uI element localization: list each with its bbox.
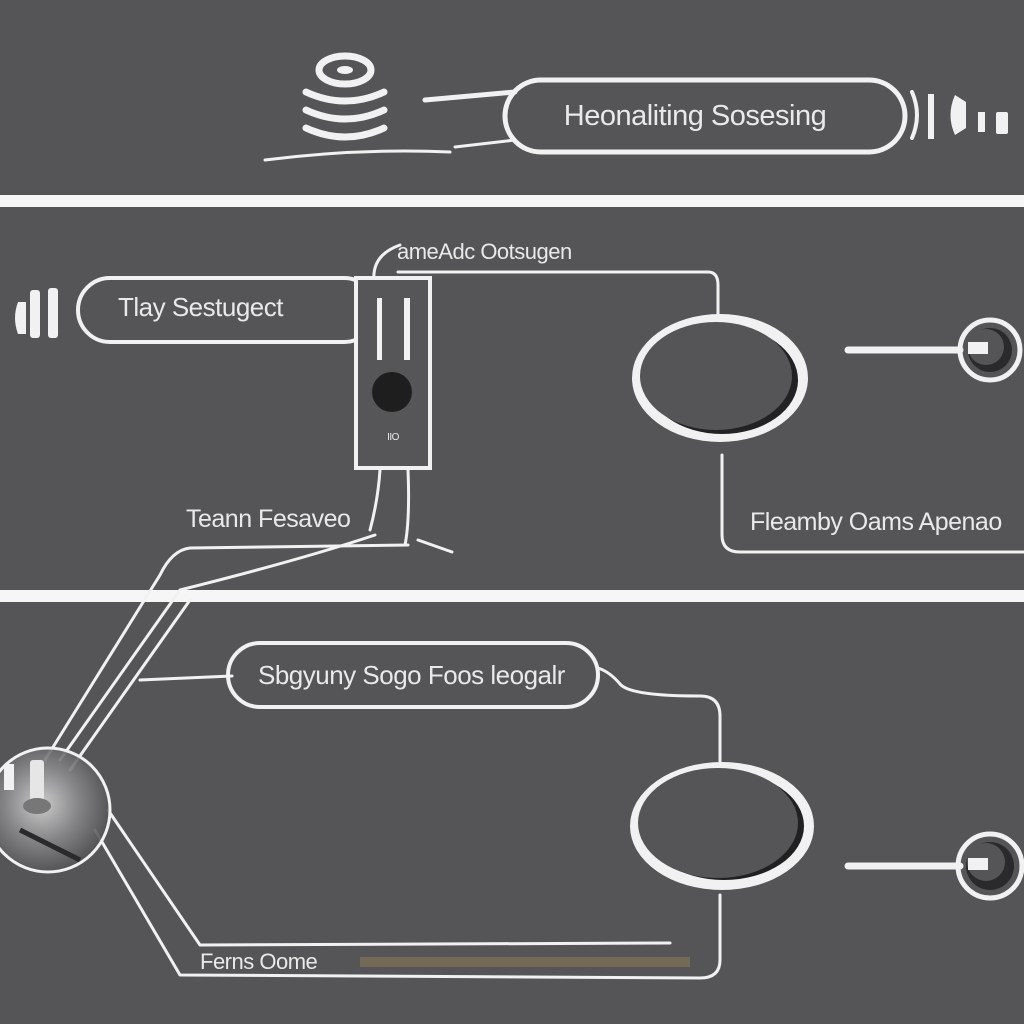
header-band	[263, 52, 1008, 162]
middle-left-label: Teann Fesaveo	[186, 505, 350, 533]
stacked-disc-icon	[302, 52, 388, 141]
bottom-right-oval	[630, 762, 814, 890]
middle-top-label: ameAdc Ootsugen	[397, 239, 572, 264]
header-lead-line	[422, 89, 518, 103]
middle-right-jack-icon	[957, 317, 1023, 383]
header-swoosh	[263, 149, 452, 162]
section-divider-middle	[0, 590, 1024, 602]
bottom-accent-line	[360, 957, 690, 967]
middle-section-wires	[43, 243, 1024, 772]
audio-jack-icon	[0, 746, 112, 874]
bottom-section-wires	[93, 641, 964, 980]
bottom-pill-label: Sbgyuny Sogo Foos leogalr	[258, 660, 566, 690]
bottom-label: Ferns Oome	[200, 949, 318, 974]
middle-right-label: Fleamby Oams Apenao	[750, 508, 1002, 536]
left-plug-icon	[15, 288, 58, 338]
device-label: IIO	[387, 432, 400, 443]
device-box	[354, 276, 432, 470]
middle-pill-label: Tlay Sestugect	[118, 292, 284, 322]
device-knob	[372, 372, 412, 412]
bottom-right-jack-icon	[955, 831, 1024, 901]
plug-icon	[910, 90, 1008, 140]
header-pill	[502, 77, 908, 155]
section-divider-top	[0, 195, 1024, 207]
header-title: Heonaliting Sosesing	[564, 100, 826, 132]
middle-right-oval	[632, 314, 808, 442]
